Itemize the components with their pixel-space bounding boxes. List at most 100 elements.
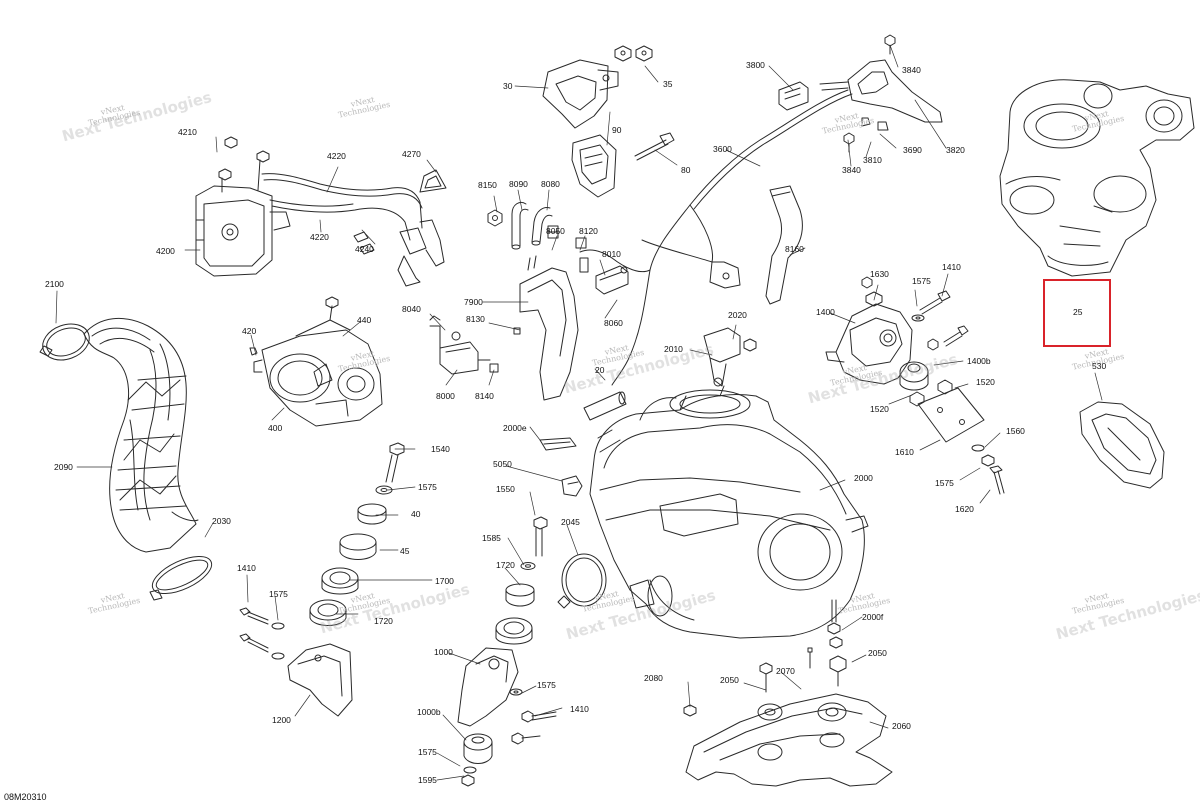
callout-1400[interactable]: 1400 xyxy=(816,307,835,317)
callout-80[interactable]: 80 xyxy=(681,165,691,175)
callout-4220[interactable]: 4220 xyxy=(327,151,346,161)
callout-1560[interactable]: 1560 xyxy=(1006,426,1025,436)
part-2060-tray xyxy=(685,693,893,787)
callout-8060[interactable]: 8060 xyxy=(604,318,623,328)
callout-4200[interactable]: 4200 xyxy=(156,246,175,256)
part-5050-clip xyxy=(561,475,583,497)
callout-8130[interactable]: 8130 xyxy=(466,314,485,324)
callout-5050[interactable]: 5050 xyxy=(493,459,512,469)
callout-4220[interactable]: 4220 xyxy=(310,232,329,242)
callout-3810[interactable]: 3810 xyxy=(863,155,882,165)
callout-1720[interactable]: 1720 xyxy=(496,560,515,570)
part-8010-connector xyxy=(595,265,629,295)
callout-3840[interactable]: 3840 xyxy=(842,165,861,175)
callout-1620[interactable]: 1620 xyxy=(955,504,974,514)
callout-2000f[interactable]: 2000f xyxy=(862,612,884,622)
callout-3800[interactable]: 3800 xyxy=(746,60,765,70)
callout-8000[interactable]: 8000 xyxy=(436,391,455,401)
callout-1575[interactable]: 1575 xyxy=(418,482,437,492)
callout-2010[interactable]: 2010 xyxy=(664,344,683,354)
callout-440[interactable]: 440 xyxy=(357,315,372,325)
callout-2070[interactable]: 2070 xyxy=(776,666,795,676)
callout-8080[interactable]: 8080 xyxy=(541,179,560,189)
callout-1575[interactable]: 1575 xyxy=(935,478,954,488)
callout-1520[interactable]: 1520 xyxy=(870,404,889,414)
callout-8120[interactable]: 8120 xyxy=(579,226,598,236)
callout-3600[interactable]: 3600 xyxy=(713,144,732,154)
callout-2050[interactable]: 2050 xyxy=(868,648,887,658)
callout-35[interactable]: 35 xyxy=(663,79,673,89)
callout-4240[interactable]: 4240 xyxy=(355,244,374,254)
callout-8090[interactable]: 8090 xyxy=(509,179,528,189)
callout-1550[interactable]: 1550 xyxy=(496,484,515,494)
callout-1575[interactable]: 1575 xyxy=(537,680,556,690)
callout-1585[interactable]: 1585 xyxy=(482,533,501,543)
callout-2100[interactable]: 2100 xyxy=(45,279,64,289)
callout-2060[interactable]: 2060 xyxy=(892,721,911,731)
part-1560-1620-fasteners xyxy=(971,444,1005,495)
callout-1595[interactable]: 1595 xyxy=(418,775,437,785)
callout-8150[interactable]: 8150 xyxy=(478,180,497,190)
callout-1575[interactable]: 1575 xyxy=(912,276,931,286)
callout-1610[interactable]: 1610 xyxy=(895,447,914,457)
part-3810-3690-clips xyxy=(861,117,889,131)
part-20-tube xyxy=(583,391,627,421)
part-90-block xyxy=(571,134,617,198)
callout-8040[interactable]: 8040 xyxy=(402,304,421,314)
part-8090-hose xyxy=(511,201,529,250)
callout-8140[interactable]: 8140 xyxy=(475,391,494,401)
callout-1000[interactable]: 1000 xyxy=(434,647,453,657)
callout-4210[interactable]: 4210 xyxy=(178,127,197,137)
callout-3820[interactable]: 3820 xyxy=(946,145,965,155)
part-1700-mount xyxy=(309,567,533,645)
callout-1700[interactable]: 1700 xyxy=(435,576,454,586)
callout-8010[interactable]: 8010 xyxy=(602,249,621,259)
callout-2030[interactable]: 2030 xyxy=(212,516,231,526)
callout-7900[interactable]: 7900 xyxy=(464,297,483,307)
callout-1200[interactable]: 1200 xyxy=(272,715,291,725)
callout-530[interactable]: 530 xyxy=(1092,361,1107,371)
callout-20[interactable]: 20 xyxy=(595,365,605,375)
callout-30[interactable]: 30 xyxy=(503,81,513,91)
callout-1540[interactable]: 1540 xyxy=(431,444,450,454)
callout-2080[interactable]: 2080 xyxy=(644,673,663,683)
part-400-motor xyxy=(249,296,383,427)
callout-2020[interactable]: 2020 xyxy=(728,310,747,320)
callout-1575[interactable]: 1575 xyxy=(269,589,288,599)
callout-8160[interactable]: 8160 xyxy=(785,244,804,254)
part-25-turbocharger xyxy=(999,79,1195,277)
callout-25[interactable]: 25 xyxy=(1073,307,1083,317)
callout-2050[interactable]: 2050 xyxy=(720,675,739,685)
callout-4270[interactable]: 4270 xyxy=(402,149,421,159)
callout-2000e[interactable]: 2000e xyxy=(503,423,527,433)
callout-420[interactable]: 420 xyxy=(242,326,257,336)
part-45-spacer xyxy=(339,533,377,560)
callout-1410[interactable]: 1410 xyxy=(942,262,961,272)
part-8150-nut xyxy=(487,209,503,227)
callout-1520[interactable]: 1520 xyxy=(976,377,995,387)
callout-1000b[interactable]: 1000b xyxy=(417,707,441,717)
callout-2045[interactable]: 2045 xyxy=(561,517,580,527)
part-7900-pipe xyxy=(519,255,579,401)
callout-8050[interactable]: 8050 xyxy=(546,226,565,236)
callout-1575[interactable]: 1575 xyxy=(418,747,437,757)
callout-1410[interactable]: 1410 xyxy=(570,704,589,714)
callout-1410[interactable]: 1410 xyxy=(237,563,256,573)
leader-lines xyxy=(55,44,1103,781)
part-1575-washer-a xyxy=(911,314,925,322)
callout-2000[interactable]: 2000 xyxy=(854,473,873,483)
part-40-spacer xyxy=(357,503,387,525)
callout-45[interactable]: 45 xyxy=(400,546,410,556)
callout-400[interactable]: 400 xyxy=(268,423,283,433)
part-1400b-mount xyxy=(899,325,969,391)
callout-40[interactable]: 40 xyxy=(411,509,421,519)
callout-1400b[interactable]: 1400b xyxy=(967,356,991,366)
callout-2090[interactable]: 2090 xyxy=(54,462,73,472)
callout-90[interactable]: 90 xyxy=(612,125,622,135)
callout-3840[interactable]: 3840 xyxy=(902,65,921,75)
callout-3690[interactable]: 3690 xyxy=(903,145,922,155)
callout-1630[interactable]: 1630 xyxy=(870,269,889,279)
callout-1720[interactable]: 1720 xyxy=(374,616,393,626)
part-1610-plate xyxy=(917,387,985,443)
